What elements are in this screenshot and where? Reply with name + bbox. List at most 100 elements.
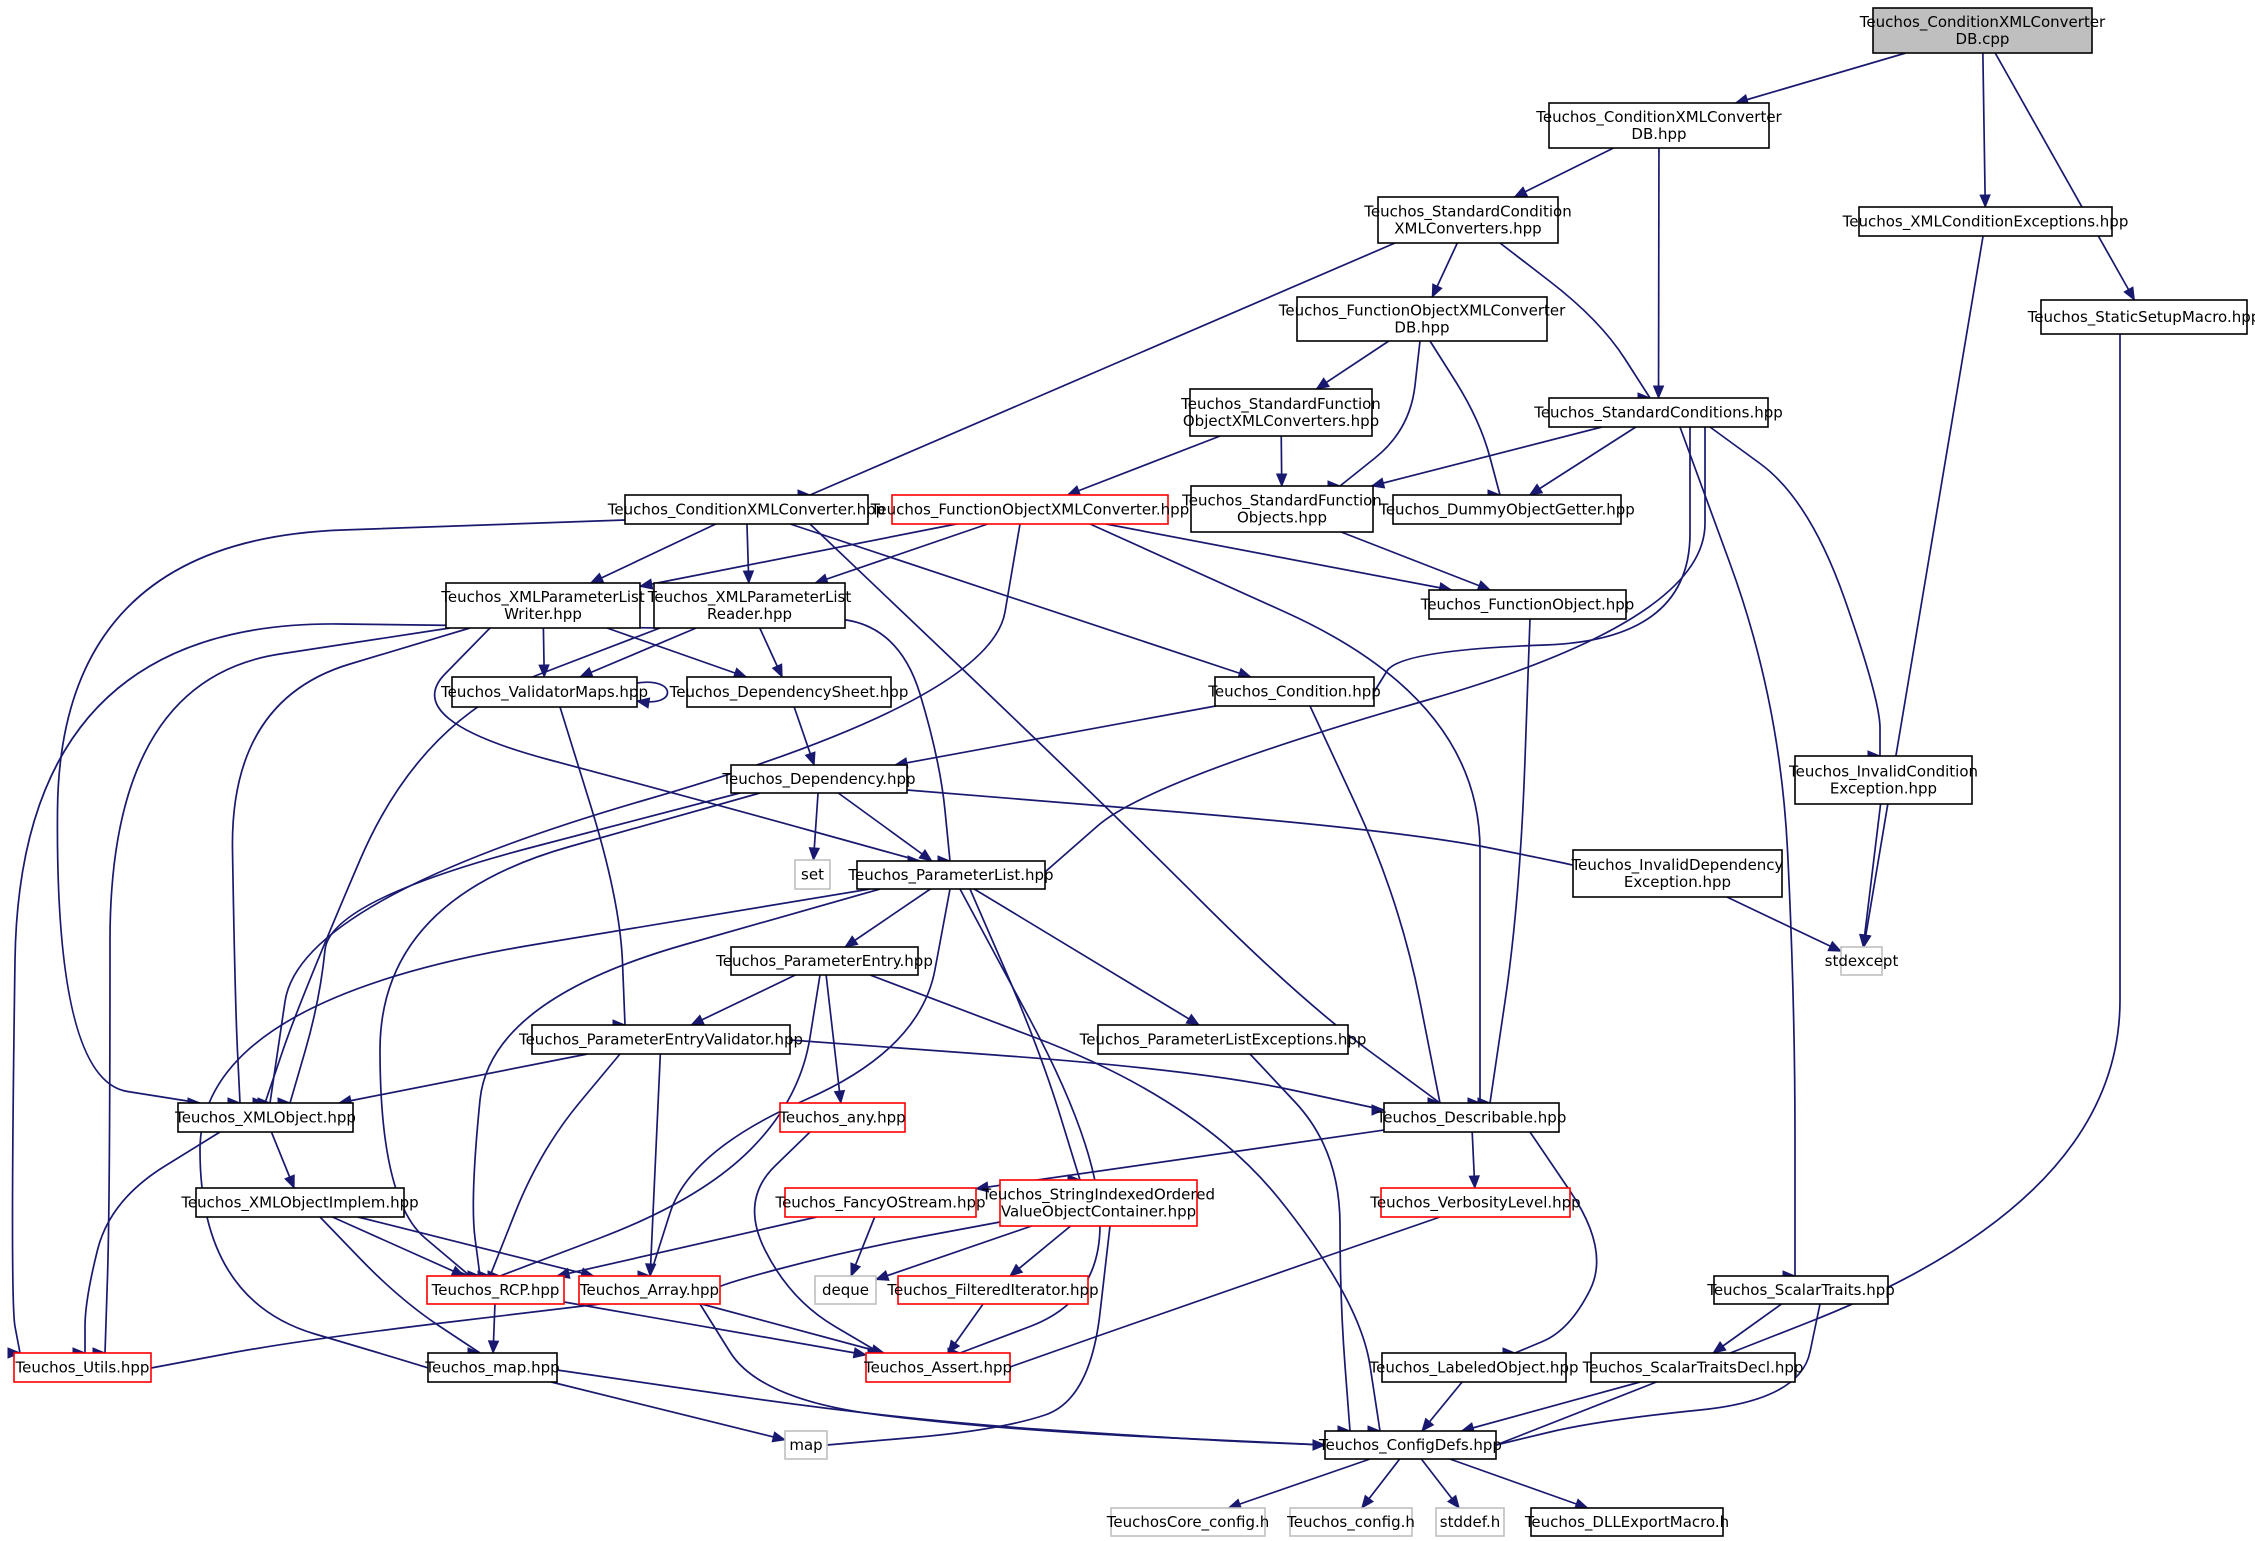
node-filtered[interactable]: Teuchos_FilteredIterator.hpp: [886, 1275, 1099, 1305]
node-describable[interactable]: Teuchos_Describable.hpp: [1376, 1102, 1567, 1133]
node-label: stdexcept: [1825, 952, 1899, 970]
node-box: [891, 494, 1169, 525]
node-label: Teuchos_FunctionObjectXMLConverter.hpp: [870, 501, 1189, 520]
arrowhead: [487, 1340, 500, 1355]
node-box: [686, 676, 892, 708]
node-box: [779, 1102, 906, 1133]
node-box: [1110, 1507, 1266, 1537]
node-configdefs[interactable]: Teuchos_ConfigDefs.hpp: [1318, 1430, 1502, 1460]
node-array[interactable]: Teuchos_Array.hpp: [578, 1275, 721, 1305]
node-any[interactable]: Teuchos_any.hpp: [778, 1102, 906, 1133]
node-box: [1530, 1507, 1724, 1537]
arrowhead: [1979, 194, 1991, 209]
edge-plwriter-to-utils: [92, 627, 451, 1359]
node-depsheet[interactable]: Teuchos_DependencySheet.hpp: [669, 676, 909, 708]
node-layer: Teuchos_ConditionXMLConverterDB.cppTeuch…: [13, 7, 2255, 1537]
node-box: [1377, 196, 1559, 244]
edge-convdb-to-stdcondconv: [1513, 147, 1614, 198]
node-box: [999, 1179, 1198, 1227]
arrowhead: [1513, 186, 1529, 198]
node-xmlcondexc[interactable]: Teuchos_XMLConditionExceptions.hpp: [1842, 206, 2129, 237]
node-label: stddef.h: [1440, 1513, 1500, 1531]
node-box: [730, 946, 919, 976]
node-map_hpp[interactable]: Teuchos_map.hpp: [424, 1352, 560, 1383]
node-fancy[interactable]: Teuchos_FancyOStream.hpp: [774, 1187, 986, 1218]
arrowhead: [947, 1339, 961, 1355]
edge-map_hpp-to-configdefs: [556, 1369, 1327, 1451]
node-plexc[interactable]: Teuchos_ParameterListExceptions.hpp: [1079, 1024, 1367, 1055]
node-stdcond[interactable]: Teuchos_StandardConditions.hpp: [1533, 397, 1783, 428]
node-valmaps[interactable]: Teuchos_ValidatorMaps.hpp: [440, 676, 648, 708]
node-label: Teuchos_FilteredIterator.hpp: [886, 1281, 1098, 1300]
node-condition[interactable]: Teuchos_Condition.hpp: [1207, 676, 1381, 707]
node-stdcondconv[interactable]: Teuchos_StandardConditionXMLConverters.h…: [1363, 196, 1572, 244]
node-fobjconv[interactable]: Teuchos_FunctionObjectXMLConverter.hpp: [870, 494, 1189, 525]
edge-describable-to-fancy: [974, 1129, 1385, 1193]
edge-paramentry-to-pevalidator: [690, 974, 796, 1026]
node-stringidx[interactable]: Teuchos_StringIndexedOrderedValueObjectC…: [981, 1179, 1215, 1227]
arrowhead: [1066, 485, 1082, 496]
edge-root-to-convdb: [1734, 52, 1907, 105]
node-labeled[interactable]: Teuchos_LabeledObject.hpp: [1369, 1352, 1579, 1383]
node-dllexport[interactable]: Teuchos_DLLExportMacro.h: [1524, 1507, 1729, 1537]
edge-configdefs-to-dllexport: [1449, 1458, 1589, 1510]
node-scalartraitsdecl[interactable]: Teuchos_ScalarTraitsDecl.hpp: [1582, 1352, 1804, 1383]
node-staticsetup[interactable]: Teuchos_StaticSetupMacro.hpp: [2027, 299, 2255, 335]
node-coreconfig: TeuchosCore_config.h: [1106, 1507, 1269, 1537]
node-rcp[interactable]: Teuchos_RCP.hpp: [426, 1275, 565, 1305]
node-box: [1548, 102, 1770, 149]
node-label: Teuchos_FunctionObjectXMLConverter: [1278, 302, 1566, 321]
node-xmlobjimpl[interactable]: Teuchos_XMLObjectImplem.hpp: [180, 1187, 419, 1218]
node-condconv[interactable]: Teuchos_ConditionXMLConverter.hpp: [607, 494, 885, 525]
node-label: Teuchos_XMLObjectImplem.hpp: [180, 1194, 418, 1213]
node-dummy[interactable]: Teuchos_DummyObjectGetter.hpp: [1378, 494, 1635, 525]
node-box: [1380, 1187, 1571, 1218]
edge-dependency-to-set: [808, 792, 821, 862]
edge-fobjconvdb-to-stdfobjconv: [1315, 340, 1390, 390]
node-label: Teuchos_DummyObjectGetter.hpp: [1378, 501, 1635, 520]
arrowhead: [589, 572, 605, 584]
edge-plreader-to-depsheet: [759, 627, 783, 679]
edge-stdcond-to-dummy: [1528, 426, 1637, 496]
node-dependency[interactable]: Teuchos_Dependency.hpp: [721, 764, 916, 794]
node-paramentry[interactable]: Teuchos_ParameterEntry.hpp: [715, 946, 933, 976]
node-label: Objects.hpp: [1237, 509, 1327, 527]
arrowhead: [1431, 283, 1443, 299]
node-label: Teuchos_StandardFunction: [1181, 492, 1382, 511]
edge-fobjconv-to-fobj: [1105, 523, 1453, 594]
node-assert[interactable]: Teuchos_Assert.hpp: [863, 1352, 1012, 1383]
node-label: Teuchos_InvalidCondition: [1788, 763, 1978, 782]
node-stddef: stddef.h: [1435, 1507, 1505, 1537]
edge-stdfobjconv-to-stdfobj: [1275, 435, 1288, 488]
node-fobj[interactable]: Teuchos_FunctionObject.hpp: [1420, 589, 1635, 620]
node-utils[interactable]: Teuchos_Utils.hpp: [13, 1352, 152, 1383]
arrowhead: [1312, 1439, 1327, 1451]
node-paramlist[interactable]: Teuchos_ParameterList.hpp: [847, 860, 1054, 890]
edge-stdcond-to-invcondexc: [1709, 426, 1882, 762]
edge-paramlist-to-paramentry: [844, 888, 931, 948]
node-xmlobj[interactable]: Teuchos_XMLObject.hpp: [174, 1102, 356, 1133]
edge-convdb-to-stdcond: [1652, 147, 1665, 400]
node-pevalidator[interactable]: Teuchos_ParameterEntryValidator.hpp: [518, 1024, 803, 1055]
edge-labeled-to-configdefs: [1421, 1381, 1463, 1433]
node-label: Teuchos_Array.hpp: [579, 1281, 719, 1300]
node-scalartraits[interactable]: Teuchos_ScalarTraits.hpp: [1706, 1275, 1895, 1305]
node-stdfobjconv[interactable]: Teuchos_StandardFunctionObjectXMLConvert…: [1180, 388, 1381, 437]
node-box: [1097, 1024, 1349, 1055]
edge-plreader-to-paramlist: [844, 618, 952, 867]
node-box: [1190, 485, 1374, 533]
node-box: [784, 1187, 977, 1218]
edge-stdcondconv-to-fobjconvdb: [1431, 242, 1459, 299]
edge-plreader-to-utils: [7, 623, 661, 1359]
arrowhead: [974, 1181, 990, 1193]
node-verbosity[interactable]: Teuchos_VerbosityLevel.hpp: [1369, 1187, 1581, 1218]
